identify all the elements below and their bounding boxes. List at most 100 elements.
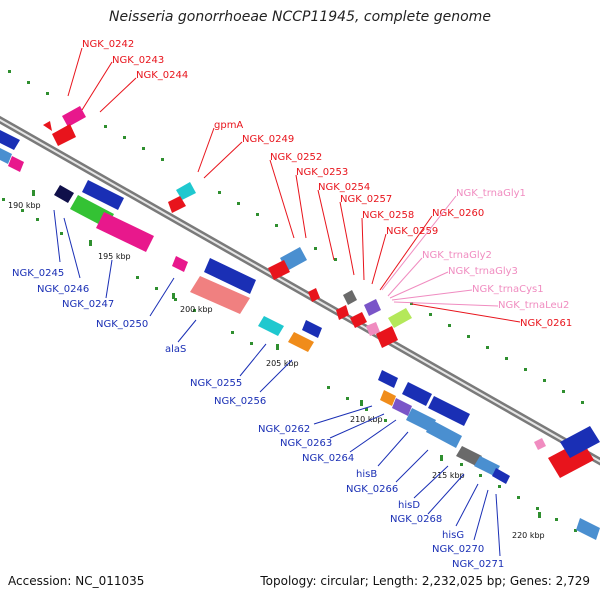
gene-label[interactable]: alaS [165, 344, 186, 355]
scale-label: 205 kbp [266, 359, 299, 368]
gene-label[interactable]: NGK_0264 [302, 453, 354, 464]
forward-strand-features [43, 106, 600, 478]
gene-label[interactable]: NGK_0271 [452, 559, 504, 570]
accession-text: Accession: NC_011035 [8, 574, 145, 588]
gene-feature-ngk-0263 [380, 390, 396, 406]
gene-feature-ngk-0257 [343, 290, 357, 305]
gene-feature-ngk-0252 [280, 247, 307, 271]
gene-feature-ngk-0261 [376, 326, 398, 348]
gene-label[interactable]: NGK_0254 [318, 182, 370, 193]
gene-label[interactable]: NGK_0260 [432, 208, 484, 219]
trna-label[interactable]: NGK_trnaCys1 [472, 284, 544, 295]
gene-label[interactable]: NGK_0255 [190, 378, 242, 389]
trna-label[interactable]: NGK_trnaGly1 [456, 188, 526, 199]
scale-labels: 190 kbp 195 kbp 200 kbp 205 kbp 210 kbp … [8, 201, 545, 540]
tick-row-lower [2, 198, 577, 532]
gene-label[interactable]: NGK_0262 [258, 424, 310, 435]
gene-label[interactable]: NGK_0252 [270, 152, 322, 163]
tick-row-upper [8, 70, 584, 404]
gene-feature-ngk-0264 [392, 398, 412, 416]
gene-feature-ngk-0242 [62, 106, 86, 127]
gene-feature-right-d [576, 518, 600, 540]
gene-feature-ngk-0256b [302, 320, 322, 338]
scale-label: 210 kbp [350, 415, 383, 424]
gene-feature-ngk-0255 [258, 316, 284, 336]
gene-feature-ngk-0247b [82, 180, 124, 210]
gene-label[interactable]: hisD [398, 500, 420, 511]
gene-label[interactable]: gpmA [214, 120, 243, 131]
reverse-callouts [53, 209, 501, 557]
gene-feature-ngk-0256 [288, 332, 314, 352]
trna-label[interactable]: NGK_trnaGly2 [422, 250, 492, 261]
gene-feature-ngk-0245 [54, 185, 74, 203]
gene-feature-ngk-0258 [364, 299, 381, 316]
gene-feature-ngk-0262 [378, 370, 398, 388]
gene-feature-hisd [456, 446, 482, 466]
genome-summary-text: Topology: circular; Length: 2,232,025 bp… [260, 574, 590, 588]
gene-label[interactable]: NGK_0245 [12, 268, 64, 279]
genome-backbone [0, 115, 600, 466]
gene-label[interactable]: NGK_0270 [432, 544, 484, 555]
gene-label[interactable]: NGK_0258 [362, 210, 414, 221]
forward-gene-label-text: NGK_0242 NGK_0243 NGK_0244 gpmA NGK_0249… [82, 39, 572, 329]
trna-label-text: NGK_trnaGly1 NGK_trnaGly2 NGK_trnaGly3 N… [422, 188, 569, 311]
gene-feature-left-a [0, 130, 20, 150]
gene-feature-trna-cluster [366, 322, 380, 336]
gene-feature-ngk-0260 [350, 312, 367, 328]
gene-feature-ngk-0247 [96, 212, 154, 252]
gene-label[interactable]: NGK_0250 [96, 319, 148, 330]
gene-label[interactable]: NGK_0246 [37, 284, 89, 295]
major-ticks [32, 190, 541, 518]
gene-label[interactable]: NGK_0263 [280, 438, 332, 449]
gene-feature-ngk-0250 [172, 256, 188, 272]
gene-feature-ngk-0249 [168, 196, 186, 213]
gene-feature-alas [190, 276, 250, 314]
forward-gene-labels [67, 47, 521, 323]
gene-label[interactable]: NGK_0244 [136, 70, 188, 81]
reverse-strand-features [0, 130, 600, 540]
trna-label[interactable]: NGK_trnaLeu2 [498, 300, 569, 311]
map-title: Neisseria gonorrhoeae NCCP11945, complet… [109, 9, 491, 25]
gene-feature-gpma [176, 182, 196, 200]
gene-feature-left-b [0, 148, 12, 164]
gene-label[interactable]: NGK_0268 [390, 514, 442, 525]
gene-label[interactable]: NGK_0257 [340, 194, 392, 205]
gene-feature-left-c [8, 156, 24, 172]
scale-label: 220 kbp [512, 531, 545, 540]
gene-label[interactable]: NGK_0243 [112, 55, 164, 66]
gene-feature-ngk-0271 [428, 396, 470, 426]
scale-label: 190 kbp [8, 201, 41, 210]
gene-label[interactable]: hisG [442, 530, 464, 541]
gene-label[interactable]: NGK_0259 [386, 226, 438, 237]
gene-feature-ngk-0261a [388, 308, 412, 328]
reverse-gene-label-text: NGK_0245 NGK_0246 NGK_0247 NGK_0250 alaS… [12, 268, 504, 570]
gene-label[interactable]: NGK_0266 [346, 484, 398, 495]
gene-label[interactable]: NGK_0247 [62, 299, 114, 310]
gene-feature-ngk-0244 [43, 121, 52, 131]
scale-label: 195 kbp [98, 252, 131, 261]
gene-feature-alas-b [204, 258, 256, 294]
gene-feature-right-c [560, 426, 600, 458]
gene-feature-hisb [406, 408, 436, 432]
gene-feature-ngk-0266 [426, 420, 462, 448]
gene-feature-ngk-0268 [474, 456, 500, 476]
gene-label[interactable]: hisB [356, 469, 377, 480]
gene-label[interactable]: NGK_0249 [242, 134, 294, 145]
gene-feature-hisg [492, 468, 510, 484]
gene-label[interactable]: NGK_0253 [296, 167, 348, 178]
gene-feature-right-a [534, 438, 546, 450]
trna-label[interactable]: NGK_trnaGly3 [448, 266, 518, 277]
gene-label[interactable]: NGK_0242 [82, 39, 134, 50]
gene-feature-ngk-0253 [268, 260, 290, 280]
gene-label[interactable]: NGK_0261 [520, 318, 572, 329]
gene-feature-ngk-0254 [308, 288, 320, 302]
gene-label[interactable]: NGK_0256 [214, 396, 266, 407]
gene-feature-ngk-0243 [52, 124, 76, 146]
scale-label: 215 kbp [432, 471, 465, 480]
gene-feature-ngk-0270 [402, 382, 432, 406]
scale-label: 200 kbp [180, 305, 213, 314]
trna-callouts [381, 195, 499, 307]
gene-feature-ngk-0259 [336, 305, 349, 320]
